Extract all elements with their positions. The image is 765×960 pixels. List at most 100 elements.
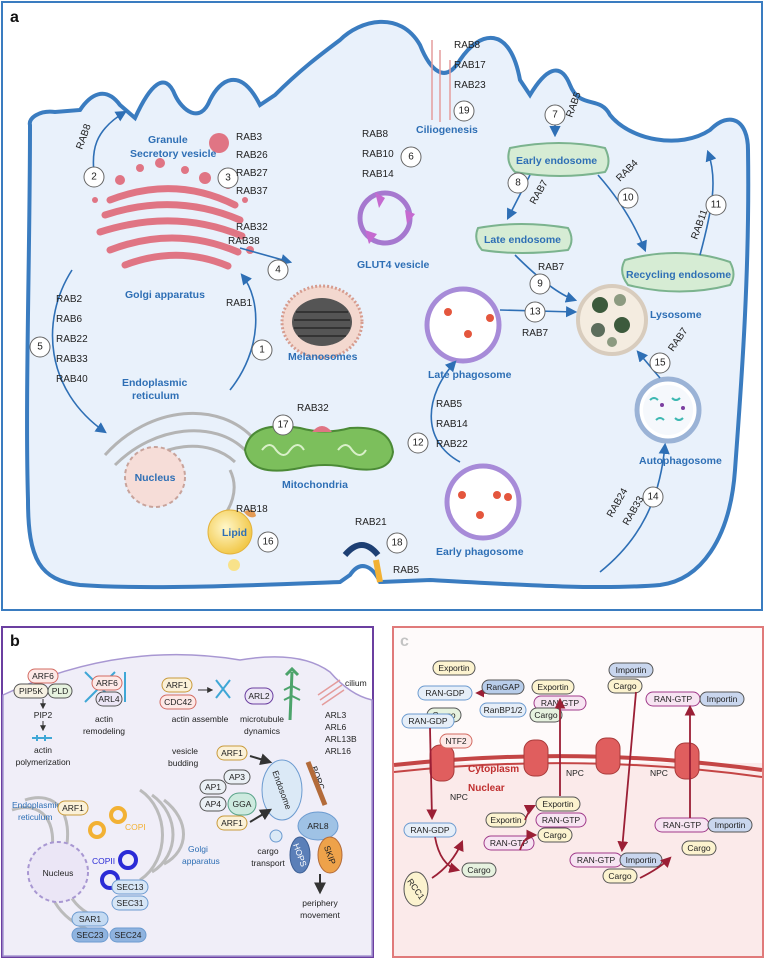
tag-arf1-b: ARF1 bbox=[62, 803, 84, 813]
label-late-phagosome: Late phagosome bbox=[428, 369, 512, 381]
text-nucleus-b: Nucleus bbox=[43, 868, 74, 878]
tag-pip5k: PIP5K bbox=[19, 686, 43, 696]
c-ran-gtp-2: RAN-GTP bbox=[654, 694, 693, 704]
panel-b-golgi bbox=[139, 788, 185, 882]
step-11: 11 bbox=[711, 200, 722, 211]
npc-3: NPC bbox=[650, 768, 668, 778]
label-golgi: Golgi apparatus bbox=[125, 289, 205, 301]
label-glut4: GLUT4 vesicle bbox=[357, 259, 430, 271]
rab-5-a: RAB2 bbox=[56, 294, 83, 305]
nucleus bbox=[124, 446, 186, 508]
panel-c: c Cytoplasm Nuclear NPC NPC NPC Exportin… bbox=[392, 626, 764, 958]
autophagosome bbox=[634, 376, 702, 444]
step-17: 17 bbox=[277, 420, 289, 431]
rab-9: RAB7 bbox=[538, 262, 565, 273]
c-exportin-3: Exportin bbox=[490, 815, 521, 825]
c-importin-4: Importin bbox=[626, 855, 657, 865]
rab-6-a: RAB8 bbox=[362, 129, 389, 140]
endocytic-pit bbox=[342, 542, 383, 583]
rab-1: RAB1 bbox=[226, 298, 253, 309]
text-vesicle-1: vesicle bbox=[172, 746, 198, 756]
tag-sec13: SEC13 bbox=[117, 882, 144, 892]
tag-arf1-c: ARF1 bbox=[221, 748, 243, 758]
step-circles: 1 2 3 4 5 6 7 8 9 10 11 12 13 14 15 16 1… bbox=[29, 100, 727, 554]
c-cargo-3: Cargo bbox=[613, 681, 636, 691]
text-golgi-b-2: apparatus bbox=[182, 856, 220, 866]
rab-17: RAB32 bbox=[297, 403, 329, 414]
label-lipid: Lipid bbox=[222, 527, 247, 539]
rab-19-a: RAB8 bbox=[454, 40, 481, 51]
endosome-shape bbox=[261, 759, 303, 821]
label-autophagosome: Autophagosome bbox=[639, 455, 722, 467]
text-copi: COPI bbox=[125, 822, 146, 832]
rab-6-b: RAB10 bbox=[362, 149, 394, 160]
rab-5-e: RAB40 bbox=[56, 374, 88, 385]
text-er-b-1: Endoplasmic bbox=[12, 800, 61, 810]
npc-pores bbox=[429, 737, 700, 782]
text-micro-1: microtubule bbox=[240, 714, 284, 724]
late-endosome bbox=[475, 223, 573, 254]
text-nuclear: Nuclear bbox=[468, 783, 505, 794]
tag-pld: PLD bbox=[52, 686, 69, 696]
arl-1: ARL3 bbox=[325, 710, 347, 720]
text-pip2: PIP2 bbox=[34, 710, 53, 720]
step-16: 16 bbox=[262, 537, 274, 548]
tag-sec23: SEC23 bbox=[77, 930, 104, 940]
early-endosome bbox=[507, 142, 610, 177]
panel-b-letter: b bbox=[10, 633, 20, 650]
label-secretory: Secretory vesicle bbox=[130, 148, 217, 160]
glut4-vesicle bbox=[357, 190, 415, 246]
c-exportin-1: Exportin bbox=[438, 663, 469, 673]
c-exportin-4: Exportin bbox=[542, 799, 573, 809]
panel-b: b ARF6 PIP5K PLD PIP2 actin polymerizati… bbox=[1, 626, 374, 958]
arrow-12 bbox=[430, 360, 461, 463]
c-cargo-6: Cargo bbox=[687, 843, 710, 853]
step-1: 1 bbox=[259, 345, 265, 356]
lipid-droplet bbox=[207, 509, 256, 571]
label-er-1: Endoplasmic bbox=[122, 377, 188, 389]
tag-ap3: AP3 bbox=[229, 772, 245, 782]
c-importin-3: Importin bbox=[715, 820, 746, 830]
tag-cdc42: CDC42 bbox=[164, 697, 192, 707]
rab-3-a: RAB3 bbox=[236, 132, 263, 143]
text-periph-1: periphery bbox=[302, 898, 338, 908]
early-phagosome bbox=[444, 463, 522, 541]
label-nucleus: Nucleus bbox=[135, 472, 176, 484]
step-2: 2 bbox=[91, 172, 97, 183]
rab-5-d: RAB33 bbox=[56, 354, 88, 365]
arrow-5 bbox=[51, 269, 107, 434]
c-cargo-5: Cargo bbox=[467, 865, 490, 875]
text-actin-assemble: actin assemble bbox=[172, 714, 229, 724]
rab-19-b: RAB17 bbox=[454, 60, 486, 71]
rab-13: RAB7 bbox=[522, 328, 549, 339]
c-rangap: RanGAP bbox=[486, 682, 520, 692]
c-importin-1: Importin bbox=[616, 665, 647, 675]
cilium-lines bbox=[431, 40, 451, 122]
tag-gga: GGA bbox=[233, 799, 252, 809]
c-ran-gtp-4: RAN-GTP bbox=[542, 815, 581, 825]
panel-b-membrane bbox=[2, 653, 373, 957]
c-cargo-2: Cargo bbox=[534, 710, 557, 720]
rab-18-b: RAB5 bbox=[393, 565, 420, 576]
rab-3-d: RAB37 bbox=[236, 186, 268, 197]
step-14: 14 bbox=[647, 492, 659, 503]
c-cargo-4: Cargo bbox=[543, 830, 566, 840]
label-er-2: reticulum bbox=[132, 390, 179, 402]
rab-6-c: RAB14 bbox=[362, 169, 394, 180]
text-actin-rem-1: actin bbox=[95, 714, 113, 724]
label-late-endosome: Late endosome bbox=[484, 234, 561, 246]
label-lysosome: Lysosome bbox=[650, 309, 702, 321]
text-micro-2: dynamics bbox=[244, 726, 280, 736]
tag-ap4: AP4 bbox=[205, 799, 221, 809]
tag-arf1-d: ARF1 bbox=[221, 818, 243, 828]
step-4: 4 bbox=[275, 265, 281, 276]
text-cargo-b-1: cargo bbox=[257, 846, 279, 856]
rab-4-a: RAB32 bbox=[236, 222, 268, 233]
label-mitochondria: Mitochondria bbox=[282, 479, 348, 491]
arrow-14 bbox=[599, 442, 670, 573]
rab-5-c: RAB22 bbox=[56, 334, 88, 345]
step-7: 7 bbox=[552, 110, 558, 121]
tag-arf6-b: ARF6 bbox=[96, 678, 118, 688]
rab-18-a: RAB21 bbox=[355, 517, 387, 528]
